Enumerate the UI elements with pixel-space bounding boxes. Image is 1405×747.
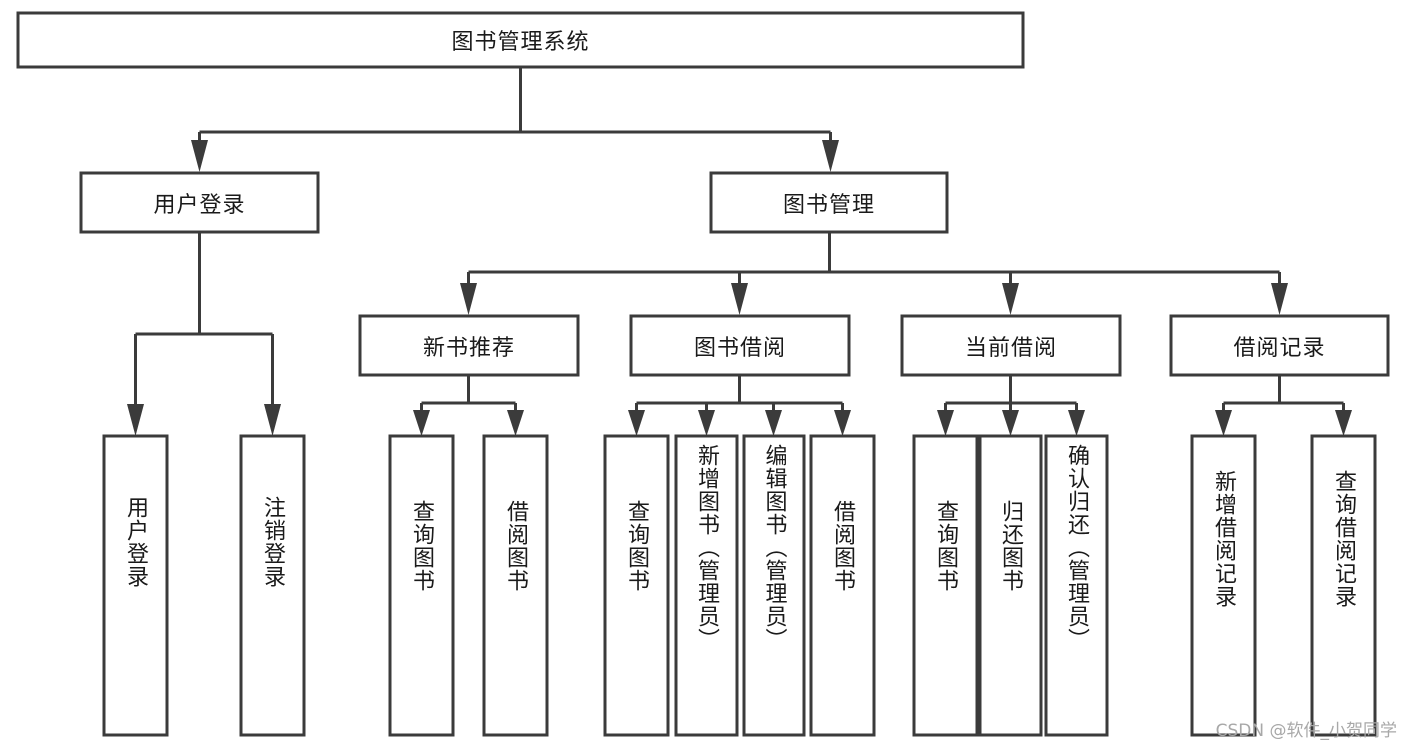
arrow-to-book-borrow <box>731 283 748 315</box>
arrow-to-leaf-logout <box>264 404 281 436</box>
node-leaf-user-login-box[interactable] <box>102 434 169 737</box>
node-leaf-confirm-return-box[interactable] <box>1044 434 1109 737</box>
node-leaf-add-book-box[interactable] <box>674 434 739 737</box>
arrow-to-borrow-record <box>1271 283 1288 315</box>
arrow-root-to-book-management <box>822 140 839 172</box>
node-new-book-recommend-box[interactable] <box>358 314 580 377</box>
node-leaf-query-book-borrow-box[interactable] <box>603 434 670 737</box>
node-user-login-box[interactable] <box>79 171 320 234</box>
node-leaf-return-book-box[interactable] <box>978 434 1043 737</box>
node-leaf-add-record-box[interactable] <box>1190 434 1257 737</box>
node-borrow-record-box[interactable] <box>1169 314 1390 377</box>
node-leaf-logout-box[interactable] <box>239 434 306 737</box>
arrow-to-leaf-edit-book <box>765 410 782 436</box>
arrow-to-leaf-add-book <box>698 410 715 436</box>
arrow-to-current-borrow <box>1002 283 1019 315</box>
node-root-box[interactable] <box>16 11 1025 69</box>
node-book-management-box[interactable] <box>709 171 949 234</box>
arrow-to-leaf-query-book-current <box>937 410 954 436</box>
arrow-to-leaf-query-record <box>1335 410 1352 436</box>
node-leaf-query-book-current-box[interactable] <box>912 434 979 737</box>
node-leaf-borrow-book-box[interactable] <box>809 434 876 737</box>
node-leaf-edit-book-box[interactable] <box>742 434 806 737</box>
arrow-to-leaf-query-book-rec <box>413 410 430 436</box>
arrow-to-leaf-query-book-borrow <box>628 410 645 436</box>
arrow-to-leaf-borrow-book <box>834 410 851 436</box>
arrow-to-leaf-return-book <box>1002 410 1019 436</box>
arrow-to-leaf-add-record <box>1215 410 1232 436</box>
node-leaf-borrow-book-rec-box[interactable] <box>482 434 549 737</box>
arrow-to-leaf-confirm-return <box>1068 410 1085 436</box>
node-leaf-query-record-box[interactable] <box>1310 434 1377 737</box>
arrow-to-leaf-borrow-book-rec <box>507 410 524 436</box>
node-leaf-query-book-rec-box[interactable] <box>388 434 455 737</box>
node-book-borrow-box[interactable] <box>629 314 851 377</box>
arrow-root-to-user-login <box>191 140 208 172</box>
arrow-to-new-book-recommend <box>460 283 477 315</box>
node-current-borrow-box[interactable] <box>900 314 1122 377</box>
arrow-to-leaf-user-login <box>127 404 144 436</box>
